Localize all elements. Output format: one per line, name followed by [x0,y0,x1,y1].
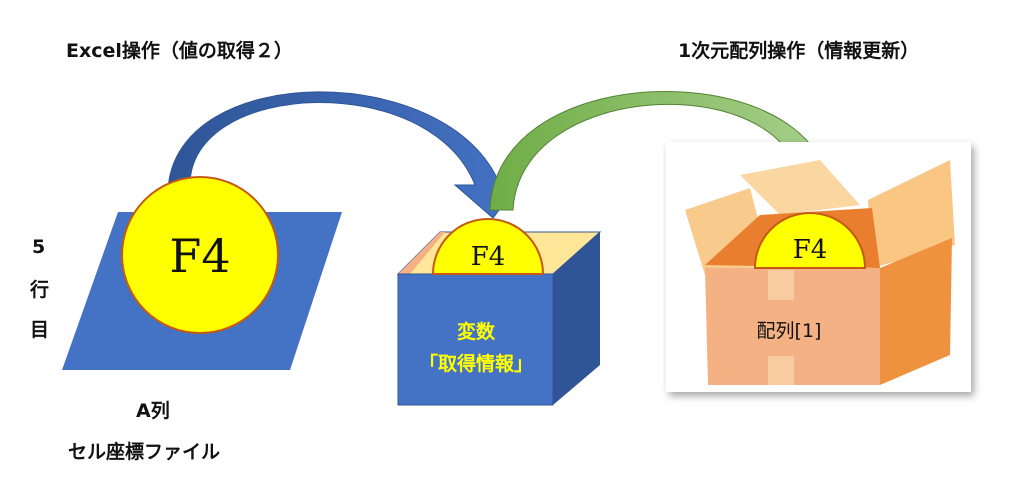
variable-box-side [553,232,600,405]
variable-label-2: 「取得情報」 [419,352,533,375]
array-box-back-flap [740,160,860,215]
right-title: 1次元配列操作（情報更新） [678,40,920,62]
row-label-row: 行 [30,279,50,301]
variable-box-inner-left [398,232,445,274]
array-label: 配列[1] [757,320,822,342]
cell-circle-text: F4 [169,229,230,283]
array-box-front [705,268,880,385]
array-box-tape-top [768,270,794,300]
array-box-right-flap [868,160,955,268]
variable-box-front [397,273,554,406]
variable-half-circle [431,218,545,275]
left-title: Excel操作（値の取得２） [66,40,293,62]
row-label-eye: 目 [30,319,50,341]
cell-circle [121,176,279,334]
column-label: A列 [136,400,170,422]
array-box-side [880,238,952,385]
array-half-circle [753,212,867,269]
row-label-digit: 5 [32,236,46,258]
file-label: セル座標ファイル [68,441,221,463]
variable-label-1: 変数 [457,320,496,343]
variable-half-circle-text: F4 [471,242,506,272]
array-half-circle-text: F4 [793,235,828,265]
array-box-tape-bottom [768,356,794,385]
